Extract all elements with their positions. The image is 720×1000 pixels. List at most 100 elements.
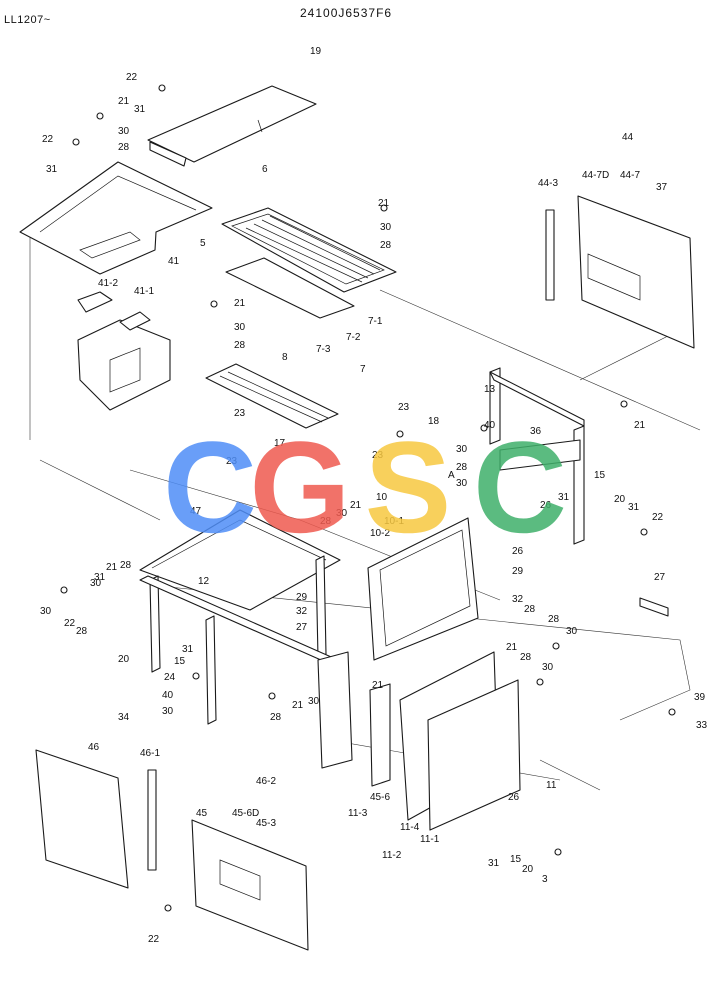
- watermark-letter: G: [249, 414, 350, 560]
- callout-label: 24: [164, 672, 176, 683]
- watermark-letter: S: [365, 414, 452, 560]
- callout-label: 44-7: [620, 170, 640, 181]
- callout-label: 21: [106, 562, 118, 573]
- callout-label: 23: [226, 456, 238, 467]
- part-8-louver-panel: [205, 363, 339, 429]
- callout-label: 28: [320, 516, 332, 527]
- callout-label: 15: [510, 854, 522, 865]
- callout-label: 20: [614, 494, 626, 505]
- callout-label: 21: [378, 198, 390, 209]
- callout-label: 31: [488, 858, 500, 869]
- callout-label: 10: [376, 492, 388, 503]
- part-46-side-panel: [35, 749, 157, 889]
- callout-label: 32: [296, 606, 308, 617]
- callout-label: 28: [524, 604, 536, 615]
- callout-label: 30: [456, 478, 468, 489]
- part-44-side-door: [545, 195, 695, 349]
- callout-label: 31: [134, 104, 146, 115]
- callout-label: 10-2: [370, 528, 390, 539]
- callout-label: 30: [308, 696, 320, 707]
- drawing-code-title: 24100J6537F6: [300, 6, 393, 20]
- callout-label: 26: [540, 500, 552, 511]
- callout-label: 30: [90, 578, 102, 589]
- callout-label: 28: [456, 462, 468, 473]
- callout-label: 28: [76, 626, 88, 637]
- callout-label: 44-7D: [582, 170, 609, 181]
- callout-label: 29: [296, 592, 308, 603]
- callout-label: 20: [118, 654, 130, 665]
- callout-label: 26: [508, 792, 520, 803]
- callout-label: 23: [372, 450, 384, 461]
- callout-label: 22: [148, 934, 160, 945]
- callout-label: 11-4: [400, 822, 420, 833]
- part-5-base-plate: [19, 161, 213, 275]
- callout-label: 21: [350, 500, 362, 511]
- callout-label: 31: [628, 502, 640, 513]
- callout-label: 29: [512, 566, 524, 577]
- part-7-grille-assembly: [221, 207, 397, 319]
- callout-label: 19: [310, 46, 322, 57]
- callout-label: 28: [270, 712, 282, 723]
- callout-label: 41-2: [98, 278, 118, 289]
- part-11-panel-set: [369, 651, 521, 831]
- callout-label: 21: [634, 420, 646, 431]
- callout-label: 21: [234, 298, 246, 309]
- callout-label: 11: [546, 780, 557, 791]
- part-6-top-cover: [147, 85, 317, 167]
- callout-label: 44-3: [538, 178, 558, 189]
- callout-label: 22: [126, 72, 138, 83]
- callout-label: 37: [656, 182, 668, 193]
- callout-label: 45-3: [256, 818, 276, 829]
- part-45-front-door: [191, 819, 309, 951]
- callout-label: 41-1: [134, 286, 154, 297]
- callout-label: 21: [372, 680, 384, 691]
- callout-label: 8: [282, 352, 288, 363]
- callout-label: 22: [42, 134, 54, 145]
- callout-label: 44: [622, 132, 634, 143]
- callout-label: 28: [548, 614, 560, 625]
- callout-label: 22: [652, 512, 664, 523]
- callout-label: 11-3: [348, 808, 368, 819]
- callout-label: 11-2: [382, 850, 402, 861]
- callout-label: 31: [558, 492, 570, 503]
- callout-label: 30: [118, 126, 130, 137]
- callout-label: 39: [694, 692, 706, 703]
- part-13-upright-frame: [489, 367, 585, 545]
- callout-label: 23: [234, 408, 246, 419]
- part-24-handle: [639, 597, 669, 617]
- callout-label: 28: [120, 560, 132, 571]
- callout-label: 45: [196, 808, 208, 819]
- callout-label: 31: [182, 644, 194, 655]
- callout-label: 30: [380, 222, 392, 233]
- part-39-post: [317, 651, 353, 769]
- callout-label: 31: [46, 164, 58, 175]
- callout-label: 46: [88, 742, 100, 753]
- callout-label: 21: [506, 642, 518, 653]
- callout-label: 40: [162, 690, 174, 701]
- callout-label: 7-3: [316, 344, 331, 355]
- callout-label: 7-2: [346, 332, 361, 343]
- callout-label: 15: [594, 470, 606, 481]
- callout-label: 18: [428, 416, 440, 427]
- callout-label: 45-6: [370, 792, 390, 803]
- callout-label: 21: [292, 700, 304, 711]
- callout-label: 40: [484, 420, 496, 431]
- callout-label: 45-6D: [232, 808, 259, 819]
- callout-label: 12: [198, 576, 210, 587]
- callout-label: 46-1: [140, 748, 160, 759]
- callout-label: 23: [398, 402, 410, 413]
- callout-label: 11-1: [420, 834, 440, 845]
- part-41-duct-assembly: [77, 291, 171, 411]
- callout-label: 5: [200, 238, 206, 249]
- callout-label: 34: [118, 712, 130, 723]
- callout-label: 30: [162, 706, 174, 717]
- drawing-reference-label: LL1207~: [4, 14, 51, 26]
- callout-label: 30: [234, 322, 246, 333]
- watermark-letter: C: [163, 414, 257, 560]
- callout-label: 33: [696, 720, 708, 731]
- callout-label: 30: [566, 626, 578, 637]
- callout-label: 32: [512, 594, 524, 605]
- callout-label: 17: [274, 438, 286, 449]
